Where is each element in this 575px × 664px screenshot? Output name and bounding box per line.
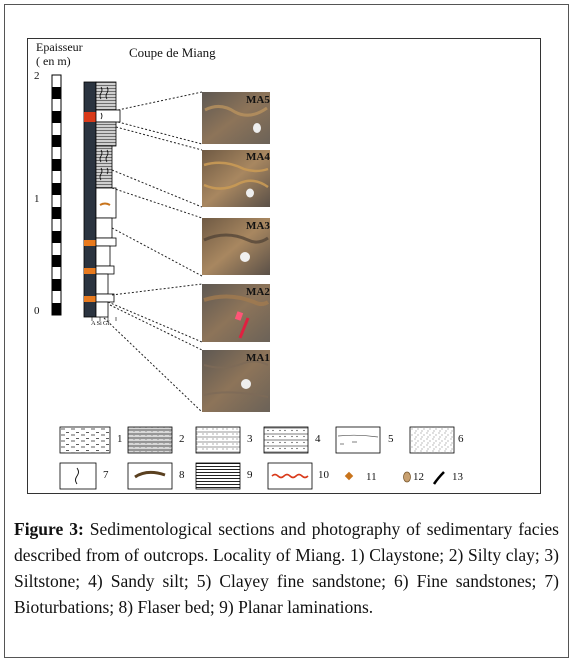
legend-num-6: 6 (458, 433, 464, 445)
legend-num-3: 3 (247, 433, 253, 445)
legend-num-10: 10 (318, 469, 329, 481)
grain-axis-label: A Si Gf (91, 320, 110, 327)
legend-num-7: 7 (103, 469, 109, 481)
legend-num-12: 12 (413, 471, 424, 483)
legend-num-2: 2 (179, 433, 185, 445)
caption-prefix: Figure 3: (14, 519, 84, 539)
scale-tick-0: 0 (34, 305, 40, 317)
legend-num-11: 11 (366, 471, 377, 483)
photo-label-ma4: MA4 (246, 151, 270, 163)
photo-ma2 (202, 284, 270, 342)
legend-num-8: 8 (179, 469, 185, 481)
stratigraphic-column (83, 81, 121, 321)
legend-row-2 (59, 462, 445, 490)
connector-lines (103, 91, 203, 413)
figure-caption: Figure 3: Sedimentological sections and … (14, 516, 559, 620)
photo-ma1 (202, 350, 270, 412)
section-title: Coupe de Miang (129, 45, 216, 60)
photo-label-ma3: MA3 (246, 220, 270, 232)
photo-ma5 (202, 92, 270, 144)
legend-row-1 (59, 426, 455, 454)
scale-tick-2: 2 (34, 70, 40, 82)
scale-bar (51, 74, 62, 316)
legend-num-9: 9 (247, 469, 253, 481)
photo-label-ma1: MA1 (246, 352, 270, 364)
photo-label-ma5: MA5 (246, 94, 270, 106)
thickness-label: Epaisseur (36, 40, 83, 54)
figure-panel (27, 38, 541, 494)
legend-num-5: 5 (388, 433, 394, 445)
photo-ma4 (202, 150, 270, 207)
legend-num-4: 4 (315, 433, 321, 445)
photo-ma3 (202, 218, 270, 275)
scale-tick-1: 1 (34, 193, 40, 205)
column-profile (91, 81, 121, 321)
thickness-unit: ( en m) (36, 54, 71, 68)
caption-text: Sedimentological sections and photograph… (14, 519, 559, 617)
legend-num-13: 13 (452, 471, 463, 483)
legend-num-1: 1 (117, 433, 123, 445)
figure-frame (4, 4, 569, 658)
photo-label-ma2: MA2 (246, 286, 270, 298)
